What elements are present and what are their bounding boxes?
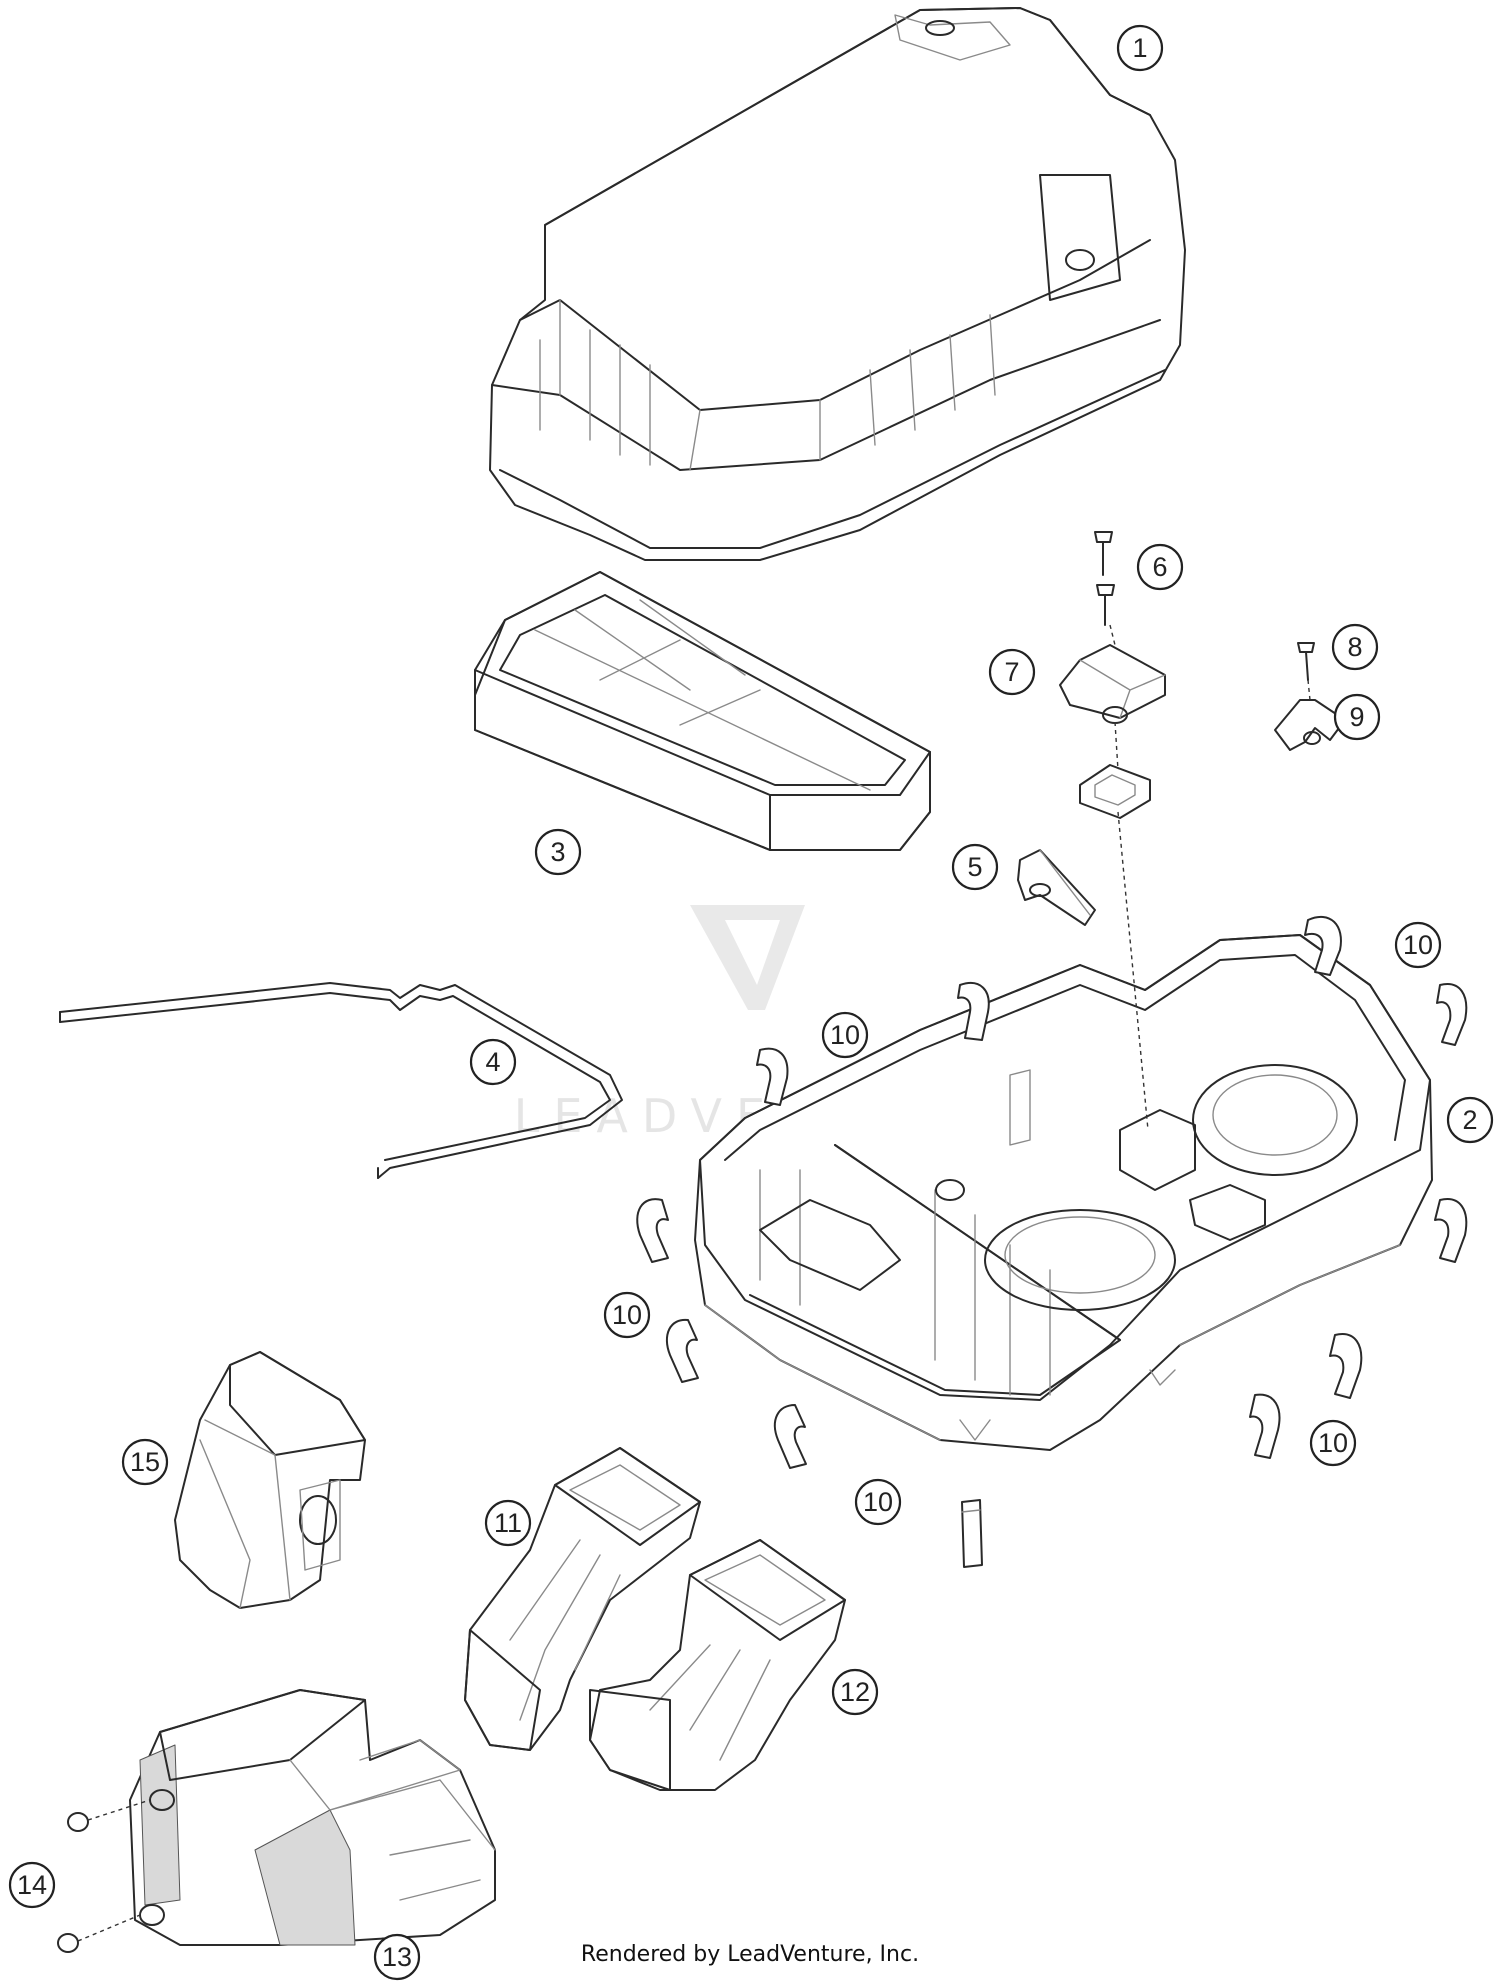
- svg-text:7: 7: [1004, 657, 1019, 687]
- clip-10-lower-mid[interactable]: [773, 1404, 807, 1469]
- clamp-9[interactable]: [1274, 699, 1346, 751]
- callout-15: 15: [121, 1438, 169, 1486]
- airbox-base[interactable]: [694, 934, 1433, 1451]
- clip-10-right-a[interactable]: [1434, 1198, 1468, 1263]
- callout-7: 7: [988, 648, 1036, 696]
- leader-bracket-to-base: [1114, 721, 1149, 1131]
- clip-10-left-b[interactable]: [665, 1318, 699, 1383]
- leader-screw-14-bottom: [77, 1914, 141, 1942]
- svg-text:10: 10: [612, 1300, 642, 1330]
- callout-2: 2: [1446, 1096, 1494, 1144]
- clip-10-upper-mid-a[interactable]: [957, 982, 990, 1041]
- svg-text:8: 8: [1347, 632, 1362, 662]
- clip-10-left-a[interactable]: [636, 1198, 669, 1263]
- callout-10-e: 10: [1309, 1419, 1357, 1467]
- svg-text:2: 2: [1462, 1105, 1477, 1135]
- bracket-7[interactable]: [1059, 644, 1166, 724]
- callout-11: 11: [484, 1499, 532, 1547]
- side-cover-15[interactable]: [174, 1351, 366, 1609]
- clip-5[interactable]: [1017, 849, 1096, 926]
- clip-10-right-b[interactable]: [1329, 1333, 1363, 1399]
- svg-text:11: 11: [494, 1508, 522, 1538]
- leader-screw-6: [1109, 624, 1116, 646]
- clip-10-top-right-a[interactable]: [1304, 915, 1342, 976]
- leader-lines: [77, 624, 1311, 1942]
- callout-4: 4: [469, 1038, 517, 1086]
- svg-text:10: 10: [863, 1487, 893, 1517]
- screws-6[interactable]: [1094, 531, 1115, 626]
- svg-text:4: 4: [485, 1047, 500, 1077]
- callout-10-c: 10: [603, 1291, 651, 1339]
- callout-13: 13: [373, 1933, 421, 1981]
- screw-8[interactable]: [1297, 642, 1315, 681]
- intake-duct-11[interactable]: [464, 1447, 701, 1751]
- svg-text:14: 14: [17, 1870, 47, 1900]
- screws-14[interactable]: [57, 1812, 89, 1953]
- intake-mesh-13[interactable]: [129, 1689, 496, 1946]
- callout-1: 1: [1116, 24, 1164, 72]
- clip-10-top-right-b[interactable]: [1436, 983, 1468, 1046]
- svg-text:10: 10: [830, 1020, 860, 1050]
- svg-text:9: 9: [1349, 702, 1364, 732]
- svg-text:10: 10: [1318, 1428, 1348, 1458]
- callout-14: 14: [8, 1861, 56, 1909]
- callout-6: 6: [1136, 543, 1184, 591]
- clip-10-upper-mid-b[interactable]: [756, 1047, 789, 1106]
- svg-text:5: 5: [967, 852, 982, 882]
- svg-text:10: 10: [1403, 930, 1433, 960]
- callout-10-a: 10: [1394, 921, 1442, 969]
- plug[interactable]: [961, 1499, 983, 1568]
- seal-strip[interactable]: [59, 982, 623, 1179]
- gasket-square[interactable]: [1079, 764, 1151, 819]
- air-filter[interactable]: [474, 571, 931, 851]
- svg-text:13: 13: [382, 1942, 412, 1972]
- callout-10-d: 10: [854, 1478, 902, 1526]
- callout-3: 3: [534, 828, 582, 876]
- leader-screw-8: [1307, 679, 1311, 701]
- svg-text:12: 12: [840, 1677, 870, 1707]
- callout-10-b: 10: [821, 1011, 869, 1059]
- render-credit: Rendered by LeadVenture, Inc.: [580, 1942, 920, 1967]
- callout-9: 9: [1333, 693, 1381, 741]
- airbox-cover[interactable]: [489, 7, 1186, 561]
- callout-8: 8: [1331, 623, 1379, 671]
- svg-text:6: 6: [1152, 552, 1167, 582]
- svg-text:15: 15: [130, 1447, 160, 1477]
- callout-12: 12: [831, 1668, 879, 1716]
- leader-screw-14-top: [87, 1799, 151, 1821]
- clip-10-right-c[interactable]: [1249, 1393, 1281, 1459]
- watermark-v-icon: [690, 905, 805, 1010]
- svg-text:1: 1: [1132, 33, 1147, 63]
- intake-duct-12[interactable]: [589, 1539, 846, 1791]
- svg-text:3: 3: [550, 837, 565, 867]
- callout-5: 5: [951, 843, 999, 891]
